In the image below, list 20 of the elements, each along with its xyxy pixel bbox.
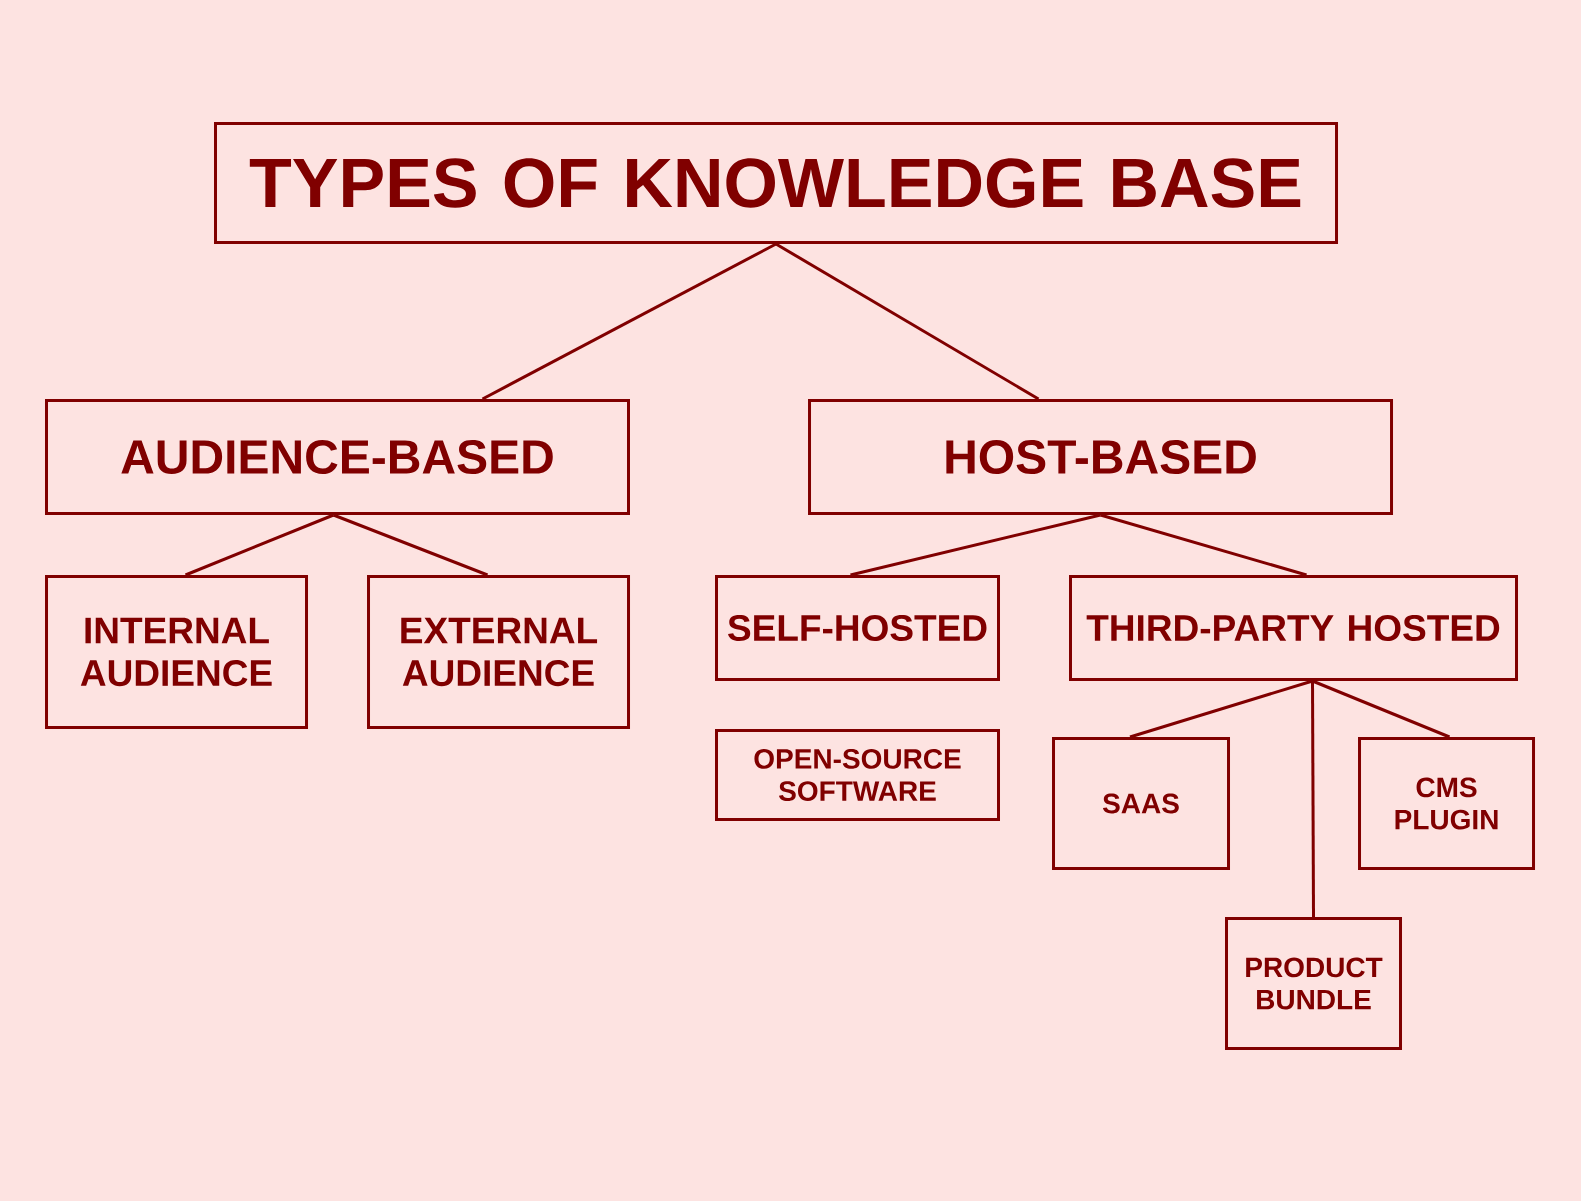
connector-line <box>1311 681 1315 917</box>
category-box: OPEN-SOURCE SOFTWARE <box>715 729 1000 821</box>
connector-line <box>1129 679 1313 739</box>
category-box: SELF-HOSTED <box>715 575 1000 681</box>
connector-line <box>332 513 489 577</box>
category-box: HOST-BASED <box>808 399 1393 515</box>
connector-line <box>1100 513 1307 577</box>
category-box: INTERNAL AUDIENCE <box>45 575 308 729</box>
category-box: PRODUCT BUNDLE <box>1225 917 1402 1050</box>
connector-line <box>775 242 1040 401</box>
connector-line <box>850 513 1101 577</box>
category-box: EXTERNAL AUDIENCE <box>367 575 630 729</box>
connector-line <box>481 242 777 401</box>
category-box: CMS PLUGIN <box>1358 737 1535 870</box>
category-box: SAAS <box>1052 737 1230 870</box>
connector-line <box>184 513 335 577</box>
connector-line <box>1311 679 1451 739</box>
title-box: TYPES OF KNOWLEDGE BASE <box>214 122 1338 244</box>
category-box: AUDIENCE-BASED <box>45 399 630 515</box>
category-box: THIRD-PARTY HOSTED <box>1069 575 1518 681</box>
